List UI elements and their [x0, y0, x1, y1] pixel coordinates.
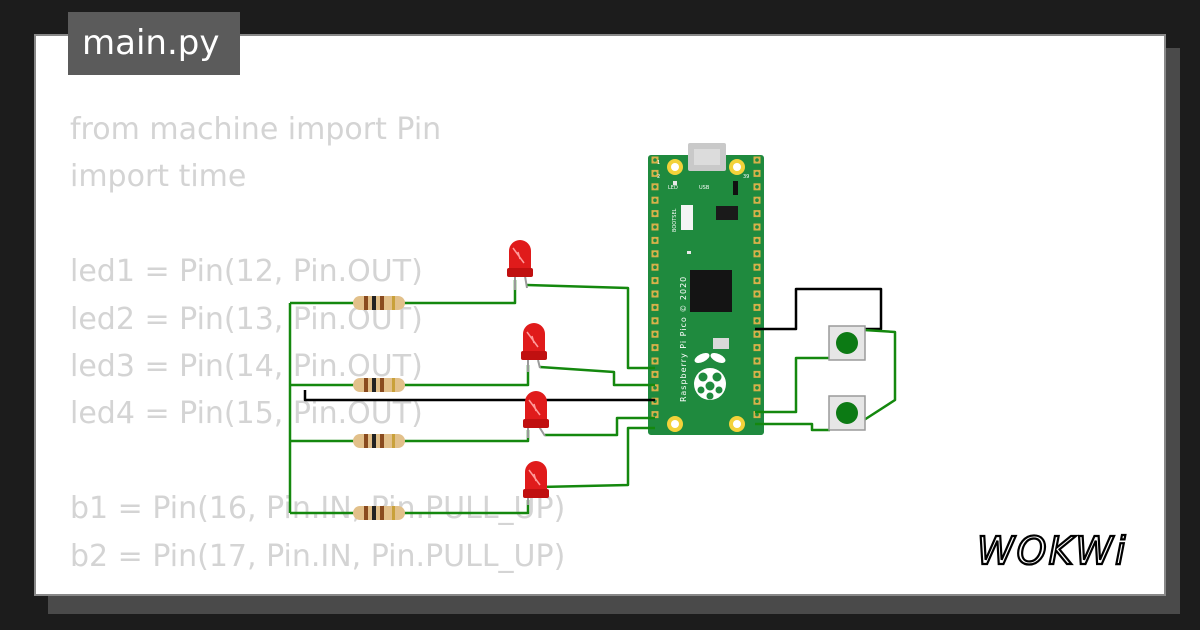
code-line[interactable]: b2 = Pin(17, Pin.IN, Pin.PULL_UP) — [70, 538, 566, 574]
pin1-label: 1 — [657, 160, 660, 166]
pico-pin-hole — [653, 278, 657, 283]
code-line[interactable]: import time — [70, 159, 247, 195]
wire-led3-to-gp14[interactable] — [545, 416, 655, 437]
pin39-label: 39 — [743, 174, 749, 180]
wire-gp17-button2[interactable] — [755, 422, 830, 432]
led-label: LED — [668, 185, 678, 191]
pushbutton-1[interactable] — [828, 325, 866, 361]
onboard-led-icon — [673, 181, 677, 185]
pico-pin-hole — [755, 265, 759, 270]
file-tab-main-py[interactable]: main.py — [68, 12, 240, 75]
bootsel-button-icon[interactable] — [681, 205, 693, 230]
resistor-2[interactable] — [353, 378, 405, 392]
pico-pin-hole — [653, 171, 657, 176]
pico-pin-hole — [653, 305, 657, 310]
board-name-label: Raspberry Pi Pico © 2020 — [679, 276, 688, 402]
pico-pin-hole — [653, 185, 657, 189]
usb-label: USB — [699, 185, 710, 191]
pico-pin-hole — [653, 158, 657, 162]
pin2-label: 2 — [657, 174, 660, 180]
usb-port-inner — [694, 149, 720, 165]
pico-pin-hole — [653, 265, 657, 270]
pico-pin-hole — [653, 412, 657, 417]
pico-pin-hole — [755, 386, 759, 390]
pico-pin-hole — [755, 185, 759, 189]
resistor-3[interactable] — [353, 434, 405, 448]
wire-r3-led3[interactable] — [403, 430, 530, 443]
pico-pin-hole — [755, 332, 759, 337]
pico-pin-hole — [653, 332, 657, 337]
pushbutton-2[interactable] — [828, 395, 866, 431]
pico-pin-hole — [755, 292, 759, 296]
led-4[interactable] — [523, 461, 549, 505]
pico-pin-hole — [755, 412, 759, 417]
wire-buttons-common[interactable] — [863, 328, 897, 422]
code-line[interactable]: led1 = Pin(12, Pin.OUT) — [70, 254, 423, 290]
pico-pin-hole — [755, 225, 759, 229]
wire-r4-led4[interactable] — [403, 500, 530, 515]
led-3[interactable] — [523, 391, 549, 438]
pico-pin-hole — [755, 252, 759, 256]
wire-led4-to-gp15[interactable] — [539, 426, 655, 489]
pico-pin-hole — [653, 359, 657, 363]
resistor-4[interactable] — [353, 506, 405, 520]
pico-pin-hole — [755, 399, 759, 404]
pico-pin-hole — [653, 292, 657, 296]
pico-pins-right — [753, 156, 761, 419]
pico-pin-hole — [653, 198, 657, 202]
test-pad-icon — [713, 338, 729, 349]
pico-pin-hole — [653, 345, 657, 350]
pico-pin-hole — [755, 198, 759, 202]
pico-pin-hole — [653, 225, 657, 229]
resistor-1[interactable] — [353, 296, 405, 310]
wire-gp16-button1[interactable] — [755, 356, 830, 414]
pico-pin-hole — [755, 211, 759, 216]
code-line[interactable]: from machine import Pin — [70, 112, 442, 147]
svg-text:WOKWi: WOKWi — [977, 529, 1128, 573]
flash-chip-icon — [716, 206, 738, 220]
pico-pin-hole — [755, 319, 759, 323]
pico-pin-hole — [653, 386, 657, 390]
pico-pin-hole — [755, 345, 759, 350]
led-2[interactable] — [521, 323, 547, 372]
file-tab-label: main.py — [82, 23, 220, 63]
bootsel-label: BOOTSEL — [672, 208, 678, 232]
wire-led2-to-gp13[interactable] — [539, 365, 655, 387]
pico-pin-hole — [755, 305, 759, 310]
led-1[interactable] — [507, 240, 533, 290]
code-editor[interactable]: from machine import Pin import time led1 =… — [70, 106, 565, 580]
pico-pin-hole — [755, 359, 759, 363]
pico-pin-hole — [755, 238, 759, 243]
wokwi-logo: WOKWi — [976, 528, 1128, 574]
pico-pin-hole — [653, 372, 657, 377]
wire-r1-led1[interactable] — [403, 280, 517, 305]
pico-pin-hole — [653, 319, 657, 323]
wires — [288, 280, 897, 515]
wire-gnd-right[interactable] — [755, 287, 883, 331]
pico-pin-hole — [755, 158, 759, 162]
rp2040-chip-icon — [690, 270, 732, 312]
code-line[interactable]: led4 = Pin(15, Pin.OUT) — [70, 396, 423, 432]
pico-pin-hole — [653, 238, 657, 243]
pico-pins-left — [651, 156, 659, 419]
pico-pin-hole — [755, 278, 759, 283]
raspberry-logo-icon — [694, 353, 726, 400]
wire-led1-to-gp12[interactable] — [526, 283, 655, 370]
wire-r2-led2[interactable] — [403, 365, 530, 387]
pico-pin-hole — [755, 372, 759, 377]
pico-pin-hole — [653, 252, 657, 256]
pico-pin-hole — [653, 211, 657, 216]
pico-board[interactable]: 1 2 39 LED USB BOOTSEL Raspberry Pi Pico… — [648, 143, 764, 435]
pico-pin-hole — [755, 171, 759, 176]
code-line[interactable]: led3 = Pin(14, Pin.OUT) — [70, 348, 423, 384]
small-chip-icon — [733, 181, 738, 195]
editor-card: from machine import Pin import time led1 =… — [34, 34, 1166, 596]
